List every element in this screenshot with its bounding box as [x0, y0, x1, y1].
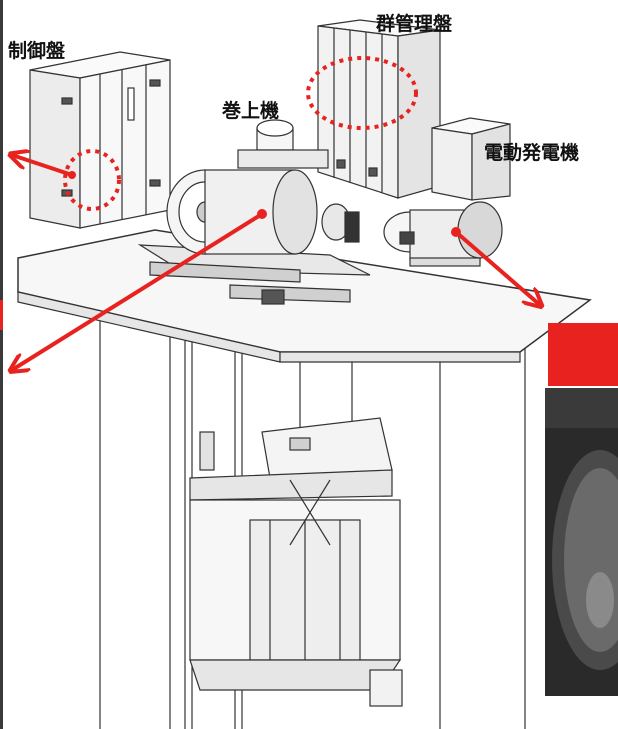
hoist-machine — [137, 119, 371, 305]
control-panel-arrow — [12, 155, 73, 177]
group-control-panel-highlight-circle — [306, 56, 418, 130]
group-control-panel-label: 群管理盤 — [376, 13, 453, 35]
motor-generator-arrow-origin-dot — [451, 227, 461, 237]
group-control-panel-cabinet — [317, 19, 441, 199]
motor-generator-arrow — [454, 230, 540, 305]
left-photo-strip — [0, 0, 3, 729]
control-panel-highlight-circle — [63, 149, 121, 211]
control-panel-cabinet — [29, 51, 171, 229]
elevator-car — [189, 417, 403, 707]
control-panel-arrow-origin-dot — [68, 171, 76, 179]
hoist-label: 巻上機 — [222, 100, 280, 122]
motor-generator-label: 電動発電機 — [484, 142, 580, 164]
hoist-arrow-origin-dot — [257, 209, 267, 219]
motor-generator-photo — [545, 323, 618, 696]
left-photo-strip-accent — [0, 300, 3, 330]
motor-generator — [383, 117, 511, 267]
control-panel-label: 制御盤 — [8, 40, 66, 62]
hoist-arrow — [12, 212, 264, 370]
